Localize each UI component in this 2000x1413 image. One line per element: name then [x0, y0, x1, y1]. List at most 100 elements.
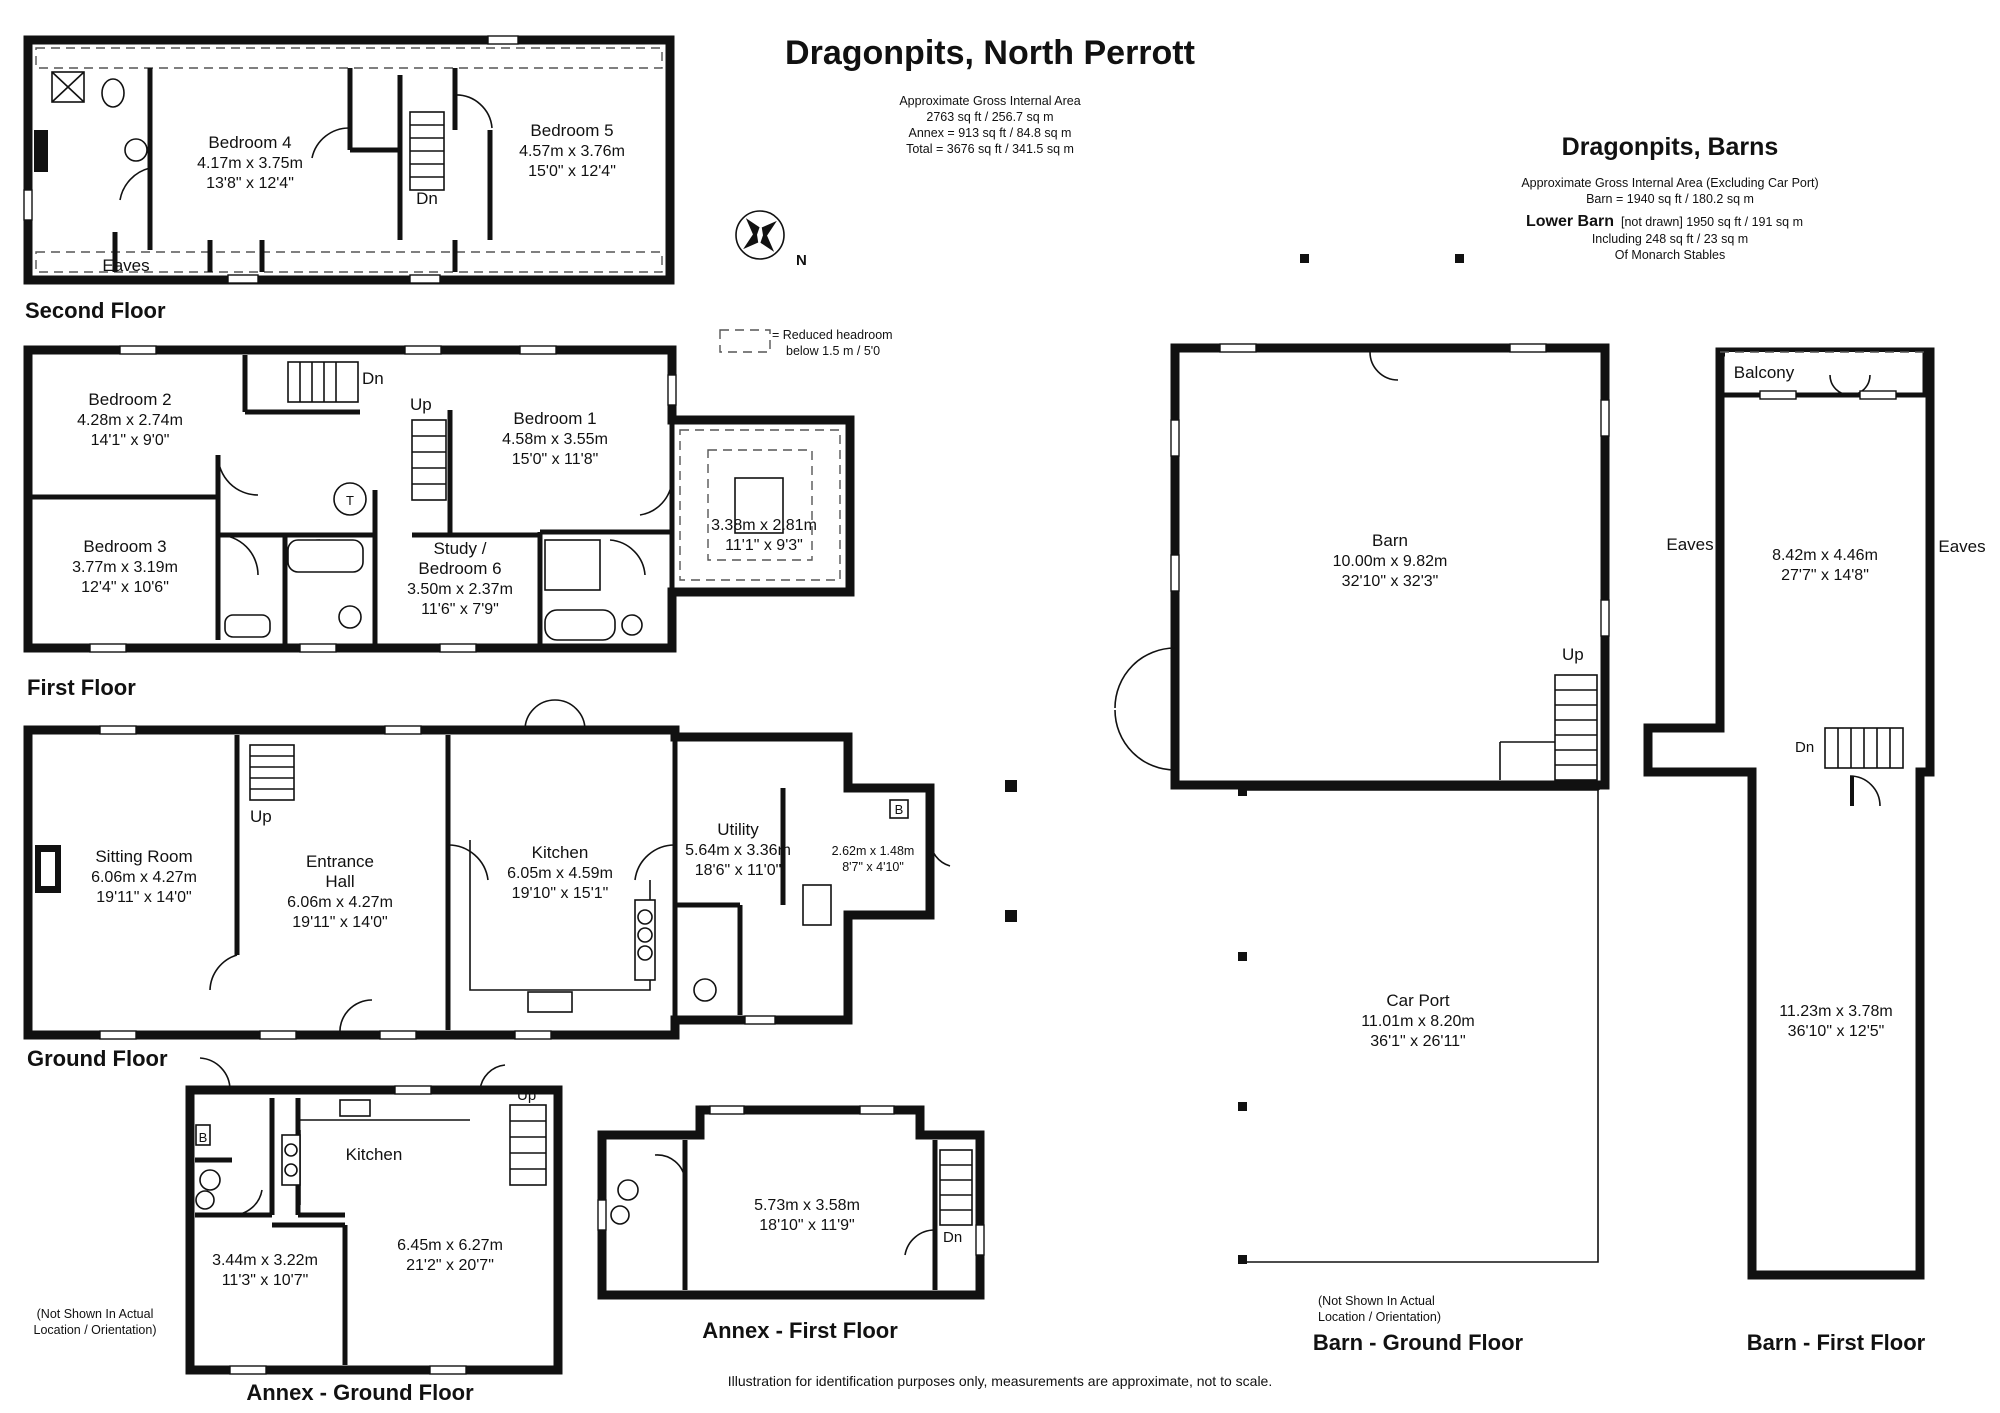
- hall-name2: Hall: [325, 872, 354, 891]
- bedroom1-metric: 4.58m x 3.55m: [502, 431, 608, 448]
- plan-title: Dragonpits, North Perrott: [785, 34, 1195, 72]
- lower-barn-text: [not drawn] 1950 sq ft / 191 sq m: [1621, 215, 1803, 229]
- annex-b-label: B: [199, 1130, 208, 1145]
- bedroom5-metric: 4.57m x 3.76m: [519, 143, 625, 160]
- first-floor-plan: [23, 345, 855, 653]
- barn-ground-floor-label: Barn - Ground Floor: [1313, 1330, 1524, 1355]
- sitting-room-metric: 6.06m x 4.27m: [91, 869, 197, 886]
- lower-barn-label: Lower Barn: [1526, 213, 1614, 230]
- barns-title: Dragonpits, Barns: [1562, 133, 1779, 161]
- bedroom2-name: Bedroom 2: [88, 390, 171, 409]
- annex-not-shown-line1: (Not Shown In Actual: [37, 1307, 154, 1321]
- annex-not-shown-line2: Location / Orientation): [34, 1323, 157, 1337]
- hall-imperial: 19'11" x 14'0": [292, 914, 387, 931]
- annex-room-metric: 3.44m x 3.22m: [212, 1252, 318, 1269]
- barn-stairs-up: Up: [1562, 645, 1584, 664]
- bedroom5-imperial: 15'0" x 12'4": [528, 163, 616, 180]
- barn-first-floor-label: Barn - First Floor: [1747, 1330, 1926, 1355]
- bedroom3-metric: 3.77m x 3.19m: [72, 559, 178, 576]
- eaves-left-label: Eaves: [1666, 535, 1713, 554]
- barn-not-shown-line1: (Not Shown In Actual: [1318, 1294, 1435, 1308]
- barn-first-floor-plan: [1643, 347, 1935, 1280]
- area-total: Total = 3676 sq ft / 341.5 sq m: [906, 142, 1074, 156]
- first-floor-stairs-up: Up: [410, 395, 432, 414]
- study-name1: Study /: [434, 539, 487, 558]
- barns-area-heading: Approximate Gross Internal Area (Excludi…: [1521, 176, 1818, 190]
- hall-metric: 6.06m x 4.27m: [287, 894, 393, 911]
- second-floor-stairs-dn: Dn: [416, 189, 438, 208]
- barn-name: Barn: [1372, 531, 1408, 550]
- first-floor-stairs-dn: Dn: [362, 369, 384, 388]
- reduced-headroom-legend-swatch: [719, 329, 771, 353]
- barn-imperial: 32'10" x 32'3": [1342, 573, 1439, 590]
- compass-icon: [735, 210, 785, 260]
- study-name2: Bedroom 6: [418, 559, 501, 578]
- kitchen-imperial: 19'10" x 15'1": [512, 885, 609, 902]
- barns-including: Including 248 sq ft / 23 sq m: [1592, 232, 1748, 246]
- tank-label: T: [346, 493, 354, 508]
- utility-metric: 5.64m x 3.36m: [685, 842, 791, 859]
- first-ext-metric: 3.38m x 2.81m: [711, 517, 817, 534]
- barn-metric: 10.00m x 9.82m: [1333, 553, 1448, 570]
- barns-stables: Of Monarch Stables: [1615, 248, 1725, 262]
- barn-first-stairs-dn: Dn: [1795, 739, 1814, 756]
- eaves-second-label: Eaves: [102, 256, 149, 275]
- legend-line2: below 1.5 m / 5'0: [786, 344, 880, 358]
- sitting-room-imperial: 19'11" x 14'0": [96, 889, 191, 906]
- second-floor-label: Second Floor: [25, 298, 166, 323]
- area-main: 2763 sq ft / 256.7 sq m: [926, 110, 1053, 124]
- barns-area-barn: Barn = 1940 sq ft / 180.2 sq m: [1586, 192, 1754, 206]
- compass-label: N: [796, 252, 807, 269]
- bedroom4-metric: 4.17m x 3.75m: [197, 155, 303, 172]
- kitchen-metric: 6.05m x 4.59m: [507, 865, 613, 882]
- car-port-imperial: 36'1" x 26'11": [1370, 1033, 1465, 1050]
- annex-kitchen-imperial: 21'2" x 20'7": [406, 1257, 494, 1274]
- barn-upper-imperial: 27'7" x 14'8": [1781, 567, 1869, 584]
- legend-line1: = Reduced headroom: [772, 328, 893, 342]
- boiler-room-imperial: 8'7" x 4'10": [842, 860, 904, 874]
- bedroom5-name: Bedroom 5: [530, 121, 613, 140]
- boiler-icon: [889, 799, 909, 819]
- second-floor-plan: [23, 35, 675, 285]
- annex-kitchen-metric: 6.45m x 6.27m: [397, 1237, 503, 1254]
- boiler-label: B: [895, 802, 904, 817]
- car-port-metric: 11.01m x 8.20m: [1361, 1013, 1475, 1030]
- study-metric: 3.50m x 2.37m: [407, 581, 513, 598]
- bedroom3-imperial: 12'4" x 10'6": [81, 579, 169, 596]
- first-floor-label: First Floor: [27, 675, 136, 700]
- annex-ground-floor-plan: [185, 1057, 563, 1375]
- annex-first-stairs-dn: Dn: [943, 1229, 962, 1246]
- annex-first-floor-plan: [597, 1105, 985, 1300]
- ground-floor-stairs-up: Up: [250, 807, 272, 826]
- annex-kitchen-name: Kitchen: [346, 1145, 403, 1164]
- barn-ground-floor-plan: [1005, 254, 1610, 1264]
- bedroom2-metric: 4.28m x 2.74m: [77, 412, 183, 429]
- annex-room-imperial: 11'3" x 10'7": [222, 1272, 309, 1289]
- utility-name: Utility: [717, 820, 759, 839]
- utility-imperial: 18'6" x 11'0": [695, 862, 782, 879]
- annex-first-room-imperial: 18'10" x 11'9": [759, 1217, 854, 1234]
- annex-first-room-metric: 5.73m x 3.58m: [754, 1197, 860, 1214]
- sitting-room-name: Sitting Room: [95, 847, 192, 866]
- barn-not-shown-line2: Location / Orientation): [1318, 1310, 1441, 1324]
- barn-lower-metric: 11.23m x 3.78m: [1779, 1003, 1893, 1020]
- bedroom2-imperial: 14'1" x 9'0": [91, 432, 170, 449]
- bedroom4-name: Bedroom 4: [208, 133, 291, 152]
- boiler-room-metric: 2.62m x 1.48m: [832, 844, 915, 858]
- area-annex: Annex = 913 sq ft / 84.8 sq m: [909, 126, 1072, 140]
- barn-lower-imperial: 36'10" x 12'5": [1788, 1023, 1885, 1040]
- hall-name1: Entrance: [306, 852, 374, 871]
- ground-floor-label: Ground Floor: [27, 1046, 168, 1071]
- bedroom1-imperial: 15'0" x 11'8": [512, 451, 599, 468]
- disclaimer: Illustration for identification purposes…: [728, 1373, 1272, 1389]
- car-port-name: Car Port: [1386, 991, 1450, 1010]
- first-ext-imperial: 11'1" x 9'3": [725, 537, 803, 554]
- annex-ground-stairs-up: Up: [517, 1087, 536, 1104]
- bedroom1-name: Bedroom 1: [513, 409, 596, 428]
- eaves-right-label: Eaves: [1938, 537, 1985, 556]
- balcony-label: Balcony: [1734, 363, 1795, 382]
- annex-ground-floor-label: Annex - Ground Floor: [246, 1380, 474, 1405]
- annex-first-floor-label: Annex - First Floor: [702, 1318, 898, 1343]
